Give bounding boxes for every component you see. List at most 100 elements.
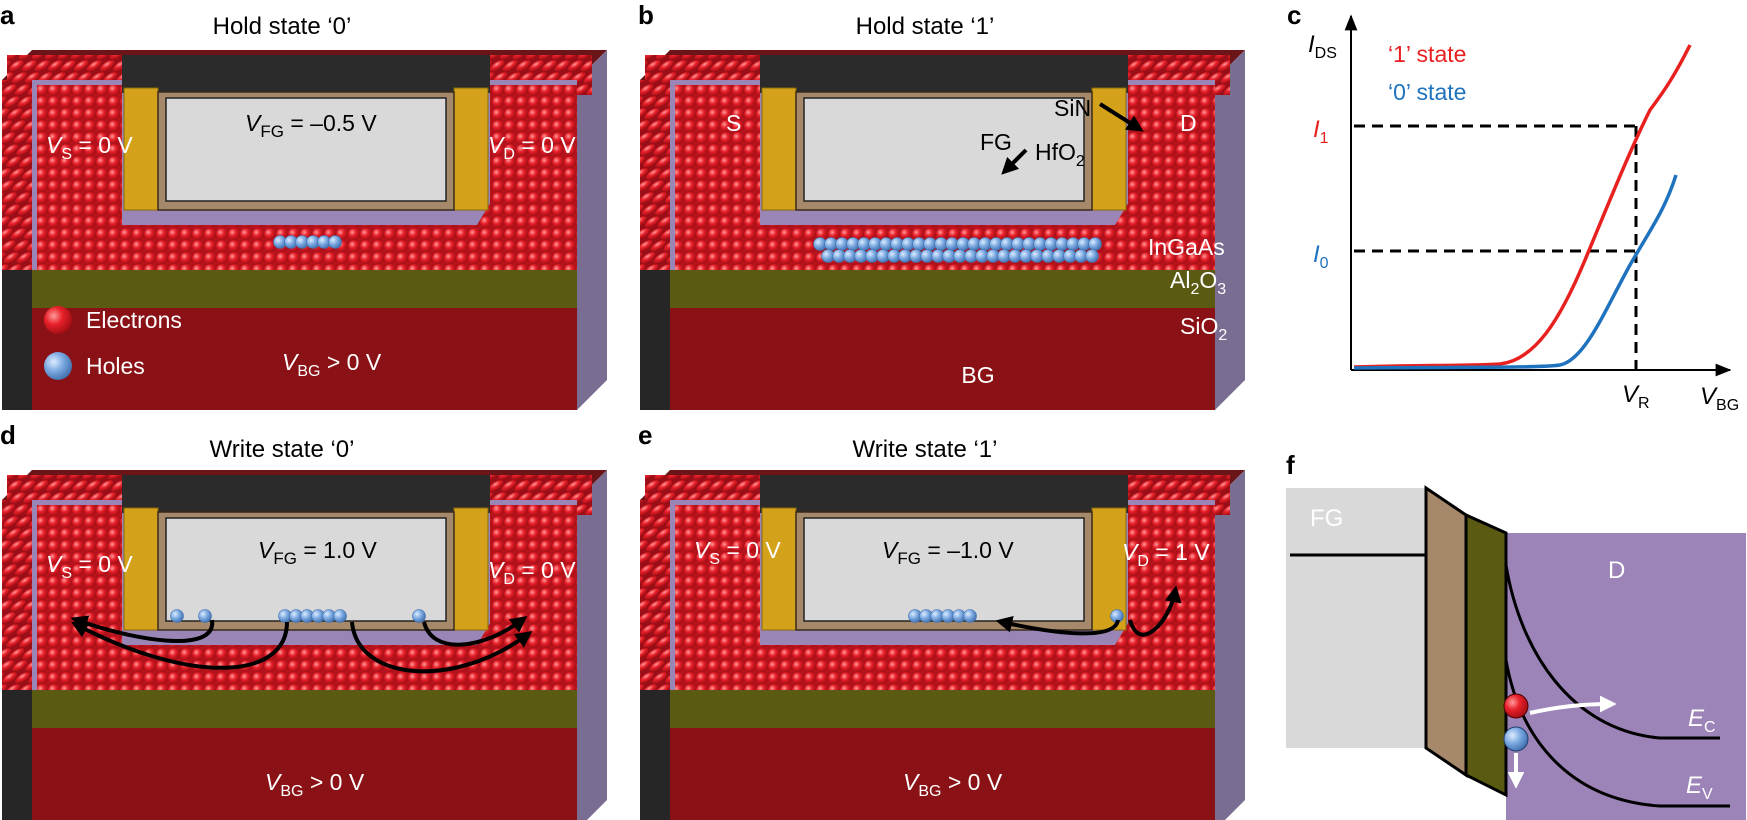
drain-contact xyxy=(453,87,489,211)
band-fg-region xyxy=(1286,488,1426,748)
sio2-layer xyxy=(670,308,1215,410)
panel-a-vs-label: VS = 0 V xyxy=(46,132,133,163)
drain-contact xyxy=(1091,87,1127,211)
panel-b-title: Hold state ‘1’ xyxy=(856,13,995,40)
panel-b-al2o3-label: Al2O3 xyxy=(1170,267,1226,298)
source-contact xyxy=(123,507,159,631)
panel-b-ingaas-label: InGaAs xyxy=(1148,234,1225,260)
legend-hole-marker xyxy=(44,352,72,380)
hole xyxy=(333,609,347,623)
band-fg-label: FG xyxy=(1310,505,1343,532)
al2o3-layer xyxy=(670,270,1215,308)
sio2-layer xyxy=(32,308,577,410)
band-conduction-edge xyxy=(1504,564,1720,740)
hole xyxy=(963,609,977,623)
chart-curve-state1 xyxy=(1353,44,1692,369)
panel-e-title: Write state ‘1’ xyxy=(853,436,998,463)
panel-d-vbg-label: VBG > 0 V xyxy=(265,769,365,800)
panel-letter-f: f xyxy=(1286,450,1295,480)
device-side-face xyxy=(1215,470,1245,820)
carrier-arrow xyxy=(350,621,533,674)
panel-a-title: Hold state ‘0’ xyxy=(213,13,352,40)
carrier-arrow xyxy=(995,616,1120,636)
carrier-arrow xyxy=(422,615,528,647)
panel-d-vfg-label: VFG = 1.0 V xyxy=(258,537,378,568)
drain-link-electrons xyxy=(1100,200,1215,270)
carrier-arrow xyxy=(1128,585,1182,637)
band-electron xyxy=(1503,693,1529,719)
panel-b-sin-label: SiN xyxy=(1054,95,1091,121)
panel-e-vd-label: VD = 1 V xyxy=(1122,539,1210,570)
panel-b-source-label: S xyxy=(726,110,741,136)
band-drain-label: D xyxy=(1608,557,1625,584)
band-hfo2-barrier xyxy=(1424,485,1468,778)
drain-link-electrons xyxy=(462,200,577,270)
panel-b-sio2-label: SiO2 xyxy=(1180,313,1227,344)
source-contact xyxy=(761,507,797,631)
channel-electrons xyxy=(37,645,577,690)
band-diagram: FG D EC EV xyxy=(1286,485,1746,820)
device-panel-e xyxy=(640,470,1245,820)
source-link-electrons xyxy=(37,200,132,270)
drain-contact xyxy=(453,507,489,631)
band-ev-label: EV xyxy=(1686,772,1713,803)
al2o3-layer xyxy=(32,270,577,308)
floating-gate xyxy=(165,97,447,202)
hole xyxy=(412,609,426,623)
legend-electrons-label: Electrons xyxy=(86,307,182,333)
device-panel-b xyxy=(640,50,1245,410)
legend-electron-marker xyxy=(44,306,72,334)
hole xyxy=(198,609,212,623)
panel-letter-a: a xyxy=(0,0,15,30)
band-ec-label: EC xyxy=(1688,705,1716,736)
band-hole xyxy=(1503,726,1529,752)
device-side-face xyxy=(577,470,607,820)
device-side-face xyxy=(577,50,607,410)
panel-letter-e: e xyxy=(638,420,652,450)
sio2-layer xyxy=(32,728,577,820)
band-electron-arrow xyxy=(1529,695,1617,715)
band-drain-region xyxy=(1506,533,1746,820)
hole xyxy=(170,609,184,623)
substrate-edge xyxy=(2,270,32,410)
channel-electrons xyxy=(37,225,577,270)
panel-letter-b: b xyxy=(638,0,654,30)
source-link-electrons xyxy=(675,620,770,690)
source-link-electrons xyxy=(675,200,770,270)
panel-d-vs-label: VS = 0 V xyxy=(46,551,133,582)
device-panel-d xyxy=(2,470,607,820)
channel-electrons xyxy=(675,645,1215,690)
panel-e-vfg-label: VFG = –1.0 V xyxy=(882,537,1014,568)
substrate-edge xyxy=(2,690,32,820)
hole xyxy=(1085,249,1099,263)
sio2-layer xyxy=(670,728,1215,820)
band-valence-edge xyxy=(1504,659,1730,808)
panel-a-vd-label: VD = 0 V xyxy=(488,132,576,163)
floating-gate xyxy=(803,97,1085,202)
drain-link-electrons xyxy=(1100,620,1215,690)
floating-gate xyxy=(803,517,1085,622)
gate-top-black xyxy=(760,55,1128,93)
source-link-electrons xyxy=(37,620,132,690)
substrate-edge xyxy=(640,270,670,410)
panel-a-vfg-label: VFG = –0.5 V xyxy=(245,110,377,141)
panel-b-bg-label: BG xyxy=(961,362,994,388)
chart-i1-label: I1 xyxy=(1313,116,1329,147)
gate-top-black xyxy=(760,475,1128,513)
panel-b-hfo2-label: HfO2 xyxy=(1035,139,1085,170)
panel-b-hfo2-arrow xyxy=(1001,148,1028,175)
iv-chart: IDS VBG ‘1’ state ‘0’ state I1 I0 VR xyxy=(1308,14,1739,414)
al2o3-layer xyxy=(32,690,577,728)
chart-i0-label: I0 xyxy=(1313,241,1329,272)
device-side-face xyxy=(1215,50,1245,410)
panel-d-title: Write state ‘0’ xyxy=(210,436,355,463)
substrate-edge xyxy=(640,690,670,820)
floating-gate xyxy=(165,517,447,622)
gate-top-black xyxy=(122,475,490,513)
hole xyxy=(1088,237,1102,251)
device-panel-a xyxy=(2,50,607,410)
gate-top-black xyxy=(122,55,490,93)
chart-curve-state0 xyxy=(1353,174,1678,370)
panel-b-fg-label: FG xyxy=(980,129,1012,155)
